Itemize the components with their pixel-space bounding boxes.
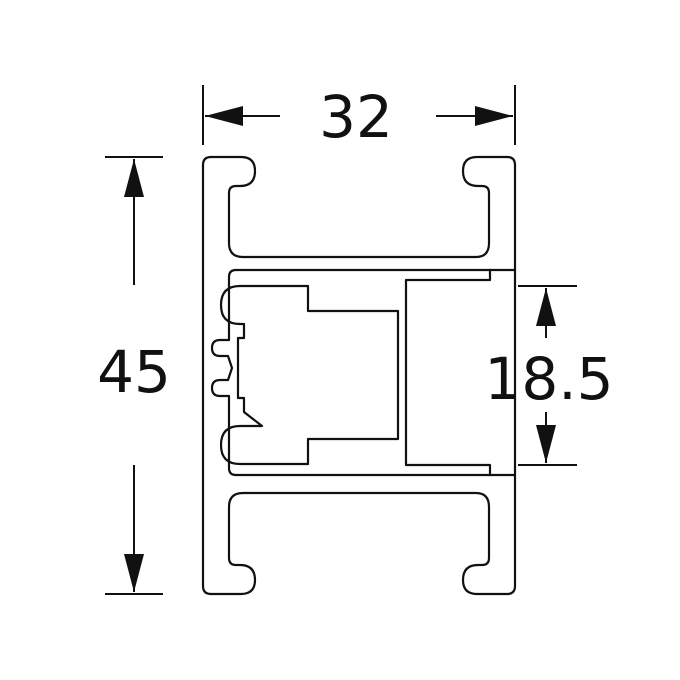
slot-arrow-top: [536, 288, 556, 326]
dimension-width: 32: [202, 83, 516, 151]
width-arrow-right: [475, 106, 513, 126]
profile-t-slot: [219, 284, 400, 466]
dimension-slot: 18.5: [484, 285, 614, 466]
slot-arrow-bottom: [536, 425, 556, 463]
profile-outline: [201, 155, 517, 596]
height-arrow-top: [124, 159, 144, 197]
width-arrow-left: [205, 106, 243, 126]
profile-outer-contour: [201, 155, 517, 596]
profile-upper-pocket: [234, 268, 492, 477]
height-dimension-label: 45: [97, 338, 171, 406]
profile-right-step: [488, 268, 517, 477]
height-arrow-bottom: [124, 554, 144, 592]
width-dimension-label: 32: [319, 83, 393, 151]
profile-left-web: [210, 268, 238, 477]
dimension-height: 45: [97, 156, 171, 595]
slot-dimension-label: 18.5: [484, 345, 613, 413]
